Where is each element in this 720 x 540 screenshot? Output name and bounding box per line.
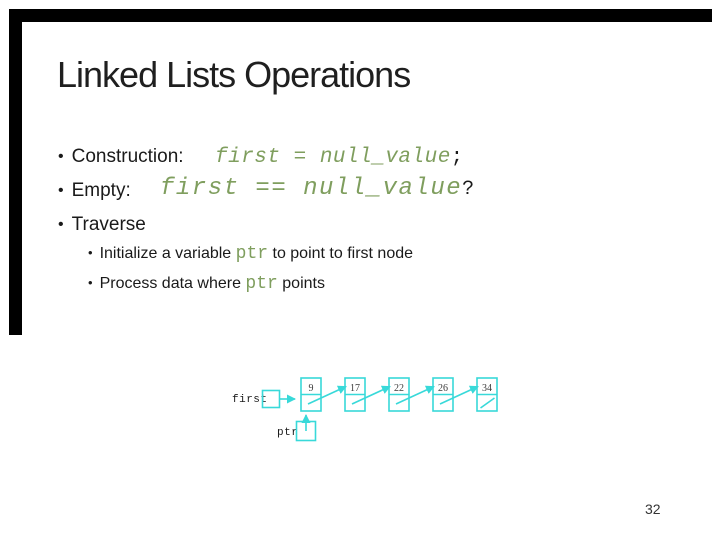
- sub-bullet-text: Initialize a variable: [99, 245, 236, 262]
- node-value: 22: [394, 383, 404, 394]
- bullet-empty: • Empty: first == null_value?: [58, 175, 474, 204]
- next-pointer-arrow: [351, 385, 391, 405]
- bullet-construction: • Construction: first = null_value;: [58, 143, 463, 170]
- sub-bullet-text: points: [277, 275, 325, 292]
- code-snippet-empty: first == null_value?: [160, 175, 474, 203]
- bullet-marker: •: [88, 245, 93, 260]
- next-pointer-arrow: [439, 385, 479, 405]
- bullet-label: Empty:: [71, 180, 131, 201]
- slide-frame-left-bar: [9, 9, 22, 335]
- linked-list-diagram: first 9 17 22 26: [232, 377, 498, 442]
- sub-bullet-text: Process data where: [99, 275, 246, 292]
- sub-bullet-initialize: • Initialize a variable ptr to point to f…: [88, 242, 413, 264]
- bullet-marker: •: [88, 275, 93, 290]
- next-pointer-arrow: [395, 385, 435, 405]
- node-value: 17: [350, 383, 360, 394]
- node-2: 17: [344, 377, 391, 412]
- bullet-label: Traverse: [71, 214, 146, 235]
- bullet-label: Construction:: [71, 146, 184, 167]
- sub-bullet-text: to point to first node: [268, 245, 414, 262]
- sub-bullet-process: • Process data where ptr points: [88, 272, 325, 294]
- bullet-traverse: • Traverse: [58, 211, 146, 238]
- page-title: Linked Lists Operations: [57, 54, 411, 95]
- first-label: first: [232, 394, 268, 406]
- bullet-marker: •: [58, 148, 64, 165]
- code-suffix: ;: [450, 146, 463, 169]
- bullet-marker: •: [58, 182, 64, 199]
- node-value: 34: [482, 383, 492, 394]
- node-value: 26: [438, 383, 448, 394]
- code-snippet-construction: first = null_value;: [215, 143, 463, 171]
- next-pointer-arrow: [307, 385, 347, 405]
- code-suffix: ?: [462, 178, 475, 201]
- ptr-label: ptr: [277, 427, 298, 439]
- code-text: first == null_value: [160, 175, 463, 202]
- node-4: 26: [432, 377, 479, 412]
- code-text: first = null_value: [215, 146, 451, 169]
- node-value: 9: [309, 383, 314, 394]
- ptr-code-text: ptr: [245, 274, 278, 294]
- page-number: 32: [645, 501, 661, 517]
- node-3: 22: [388, 377, 435, 412]
- bullet-marker: •: [58, 216, 64, 233]
- node-1: 9: [300, 377, 347, 412]
- slide-frame-top-bar: [10, 9, 712, 22]
- null-slash: [480, 397, 495, 409]
- node-5: 34: [476, 377, 498, 412]
- first-pointer-box: [261, 389, 281, 409]
- ptr-code-text: ptr: [235, 244, 269, 264]
